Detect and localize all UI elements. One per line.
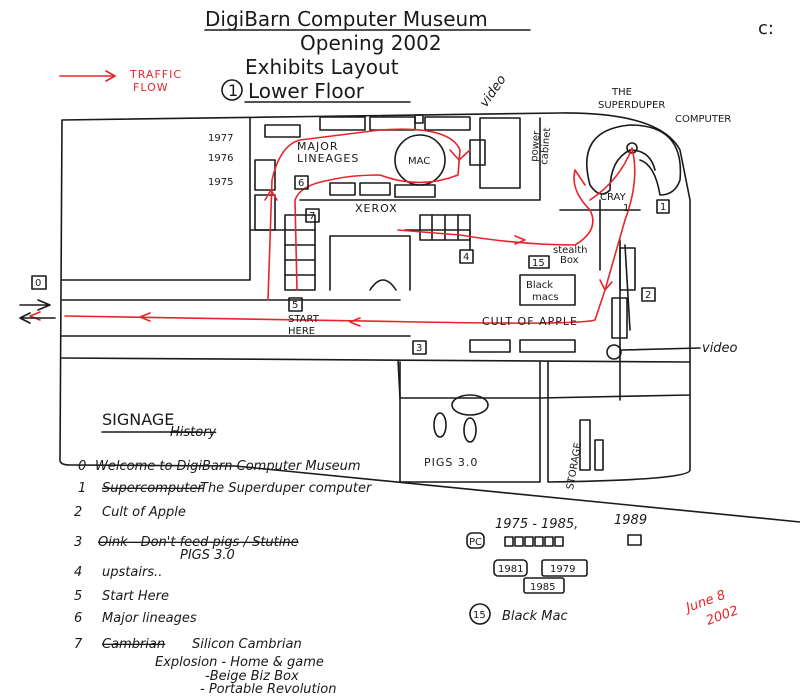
signage-6-text: Major lineages — [102, 611, 197, 626]
major-lineages-label-2: LINEAGES — [297, 152, 359, 165]
video-pointer — [621, 347, 701, 351]
signage-5-text: Start Here — [102, 589, 169, 604]
floor-title: Lower Floor — [248, 79, 365, 103]
start-here-label-1: START — [288, 314, 320, 325]
video-monitor-icon — [606, 344, 622, 360]
signage-6-num: 6 — [74, 611, 82, 626]
pc-range: 1975 - 1985, — [495, 517, 578, 532]
marker-4: 4 — [463, 252, 469, 263]
pc-icons — [504, 534, 642, 547]
year-1976: 1976 — [208, 153, 233, 164]
marker-15: 15 — [532, 258, 545, 269]
stealth-box-label-2: Box — [560, 255, 579, 266]
signage-7-text: Silicon Cambrian — [192, 637, 302, 652]
marker-7: 7 — [309, 211, 315, 222]
marker-3: 3 — [416, 343, 422, 354]
pigs-label: PIGS 3.0 — [424, 456, 478, 469]
superduper-label-2: SUPERDUPER — [598, 100, 665, 111]
cray-computer-drawing — [394, 124, 682, 360]
signage-1-struck: Supercomputer — [102, 481, 204, 496]
black-macs-table — [519, 274, 576, 306]
power-cabinet-label-2: cabinet — [539, 127, 553, 165]
subtitle: Opening 2002 — [300, 31, 442, 55]
marker-1: 1 — [660, 202, 666, 213]
pc-1989: 1989 — [614, 513, 647, 528]
mac-circle — [394, 134, 446, 186]
signage-title: SIGNAGE — [102, 410, 174, 429]
signage-7-num: 7 — [74, 637, 83, 652]
signage-7-sub-2: -Beige Biz Box — [205, 669, 299, 684]
signage-3-num: 3 — [74, 535, 82, 550]
floor-number: 1 — [228, 81, 238, 100]
marker-5: 5 — [292, 300, 298, 311]
layout-title: Exhibits Layout — [245, 55, 399, 79]
legend-arrowhead — [105, 70, 116, 82]
video-label-right: video — [702, 341, 738, 356]
cray-number: 1 — [623, 203, 629, 214]
signage-7-sub-1: Explosion - Home & game — [155, 655, 324, 670]
pc-year-1979: 1979 — [550, 564, 575, 575]
signage-1-text: The Superduper computer — [200, 481, 373, 496]
legend-label-traffic: TRAFFIC — [129, 68, 182, 81]
signage-5-num: 5 — [74, 589, 82, 604]
signage-0-note: History — [170, 425, 217, 440]
superduper-label-3: COMPUTER — [675, 114, 731, 125]
major-lineages-label-1: MAJOR — [297, 140, 339, 153]
signage-list: SIGNAGE History 0 Welcome to DigiBarn Co… — [74, 410, 373, 697]
stealth-box-label-1: stealth — [553, 245, 587, 256]
traffic-flow-legend: TRAFFIC FLOW — [59, 68, 182, 94]
mac-label: MAC — [408, 156, 430, 167]
pc-year-1981: 1981 — [498, 564, 523, 575]
signage-7-sub-3: - Portable Revolution — [200, 682, 336, 697]
black-macs-label-2: macs — [532, 292, 559, 303]
black-mac-num: 15 — [473, 610, 486, 621]
title: DigiBarn Computer Museum — [205, 7, 488, 31]
storage-label: STORAGE — [565, 442, 584, 491]
building-outline — [59, 112, 800, 523]
year-1977: 1977 — [208, 133, 233, 144]
signage-3-struck: Oink - Don't feed pigs / Stutine — [98, 535, 299, 550]
cult-of-apple-label: CULT OF APPLE — [482, 315, 578, 328]
black-mac-label: Black Mac — [502, 609, 568, 624]
legend-label-flow: FLOW — [133, 81, 169, 94]
start-here-label-2: HERE — [288, 326, 315, 337]
pc-year-1985: 1985 — [530, 582, 555, 593]
superduper-label-1: THE — [611, 87, 632, 98]
video-label-top: video — [477, 73, 510, 111]
cray-label: CRAY — [600, 192, 627, 203]
black-macs-label-1: Black — [526, 280, 553, 291]
signage-2-text: Cult of Apple — [102, 505, 186, 520]
floor-number-circle — [221, 79, 243, 101]
power-cabinet-label-1: power — [529, 130, 543, 163]
signage-1-num: 1 — [78, 481, 86, 496]
signage-7-struck: Cambrian — [102, 637, 165, 652]
marker-6: 6 — [298, 178, 304, 189]
location-markers: 0 1 2 3 4 5 6 7 15 — [31, 175, 670, 355]
marker-0: 0 — [35, 278, 41, 289]
pc-notes: 1975 - 1985, 1989 PC 1981 1979 1985 15 B… — [466, 513, 647, 625]
signage-4-num: 4 — [74, 565, 82, 580]
marker-2: 2 — [645, 290, 651, 301]
signage-0-text: Welcome to DigiBarn Computer Museum — [95, 459, 361, 474]
signage-0-num: 0 — [78, 459, 86, 474]
xerox-label: XEROX — [355, 202, 398, 215]
corner-mark: c: — [758, 18, 774, 39]
signage-3-text: PIGS 3.0 — [180, 548, 235, 563]
traffic-flow-path — [19, 128, 636, 327]
signage-2-num: 2 — [74, 505, 82, 520]
signage-4-text: upstairs.. — [102, 565, 162, 580]
pc-badge: PC — [469, 537, 482, 548]
year-1975: 1975 — [208, 177, 233, 188]
